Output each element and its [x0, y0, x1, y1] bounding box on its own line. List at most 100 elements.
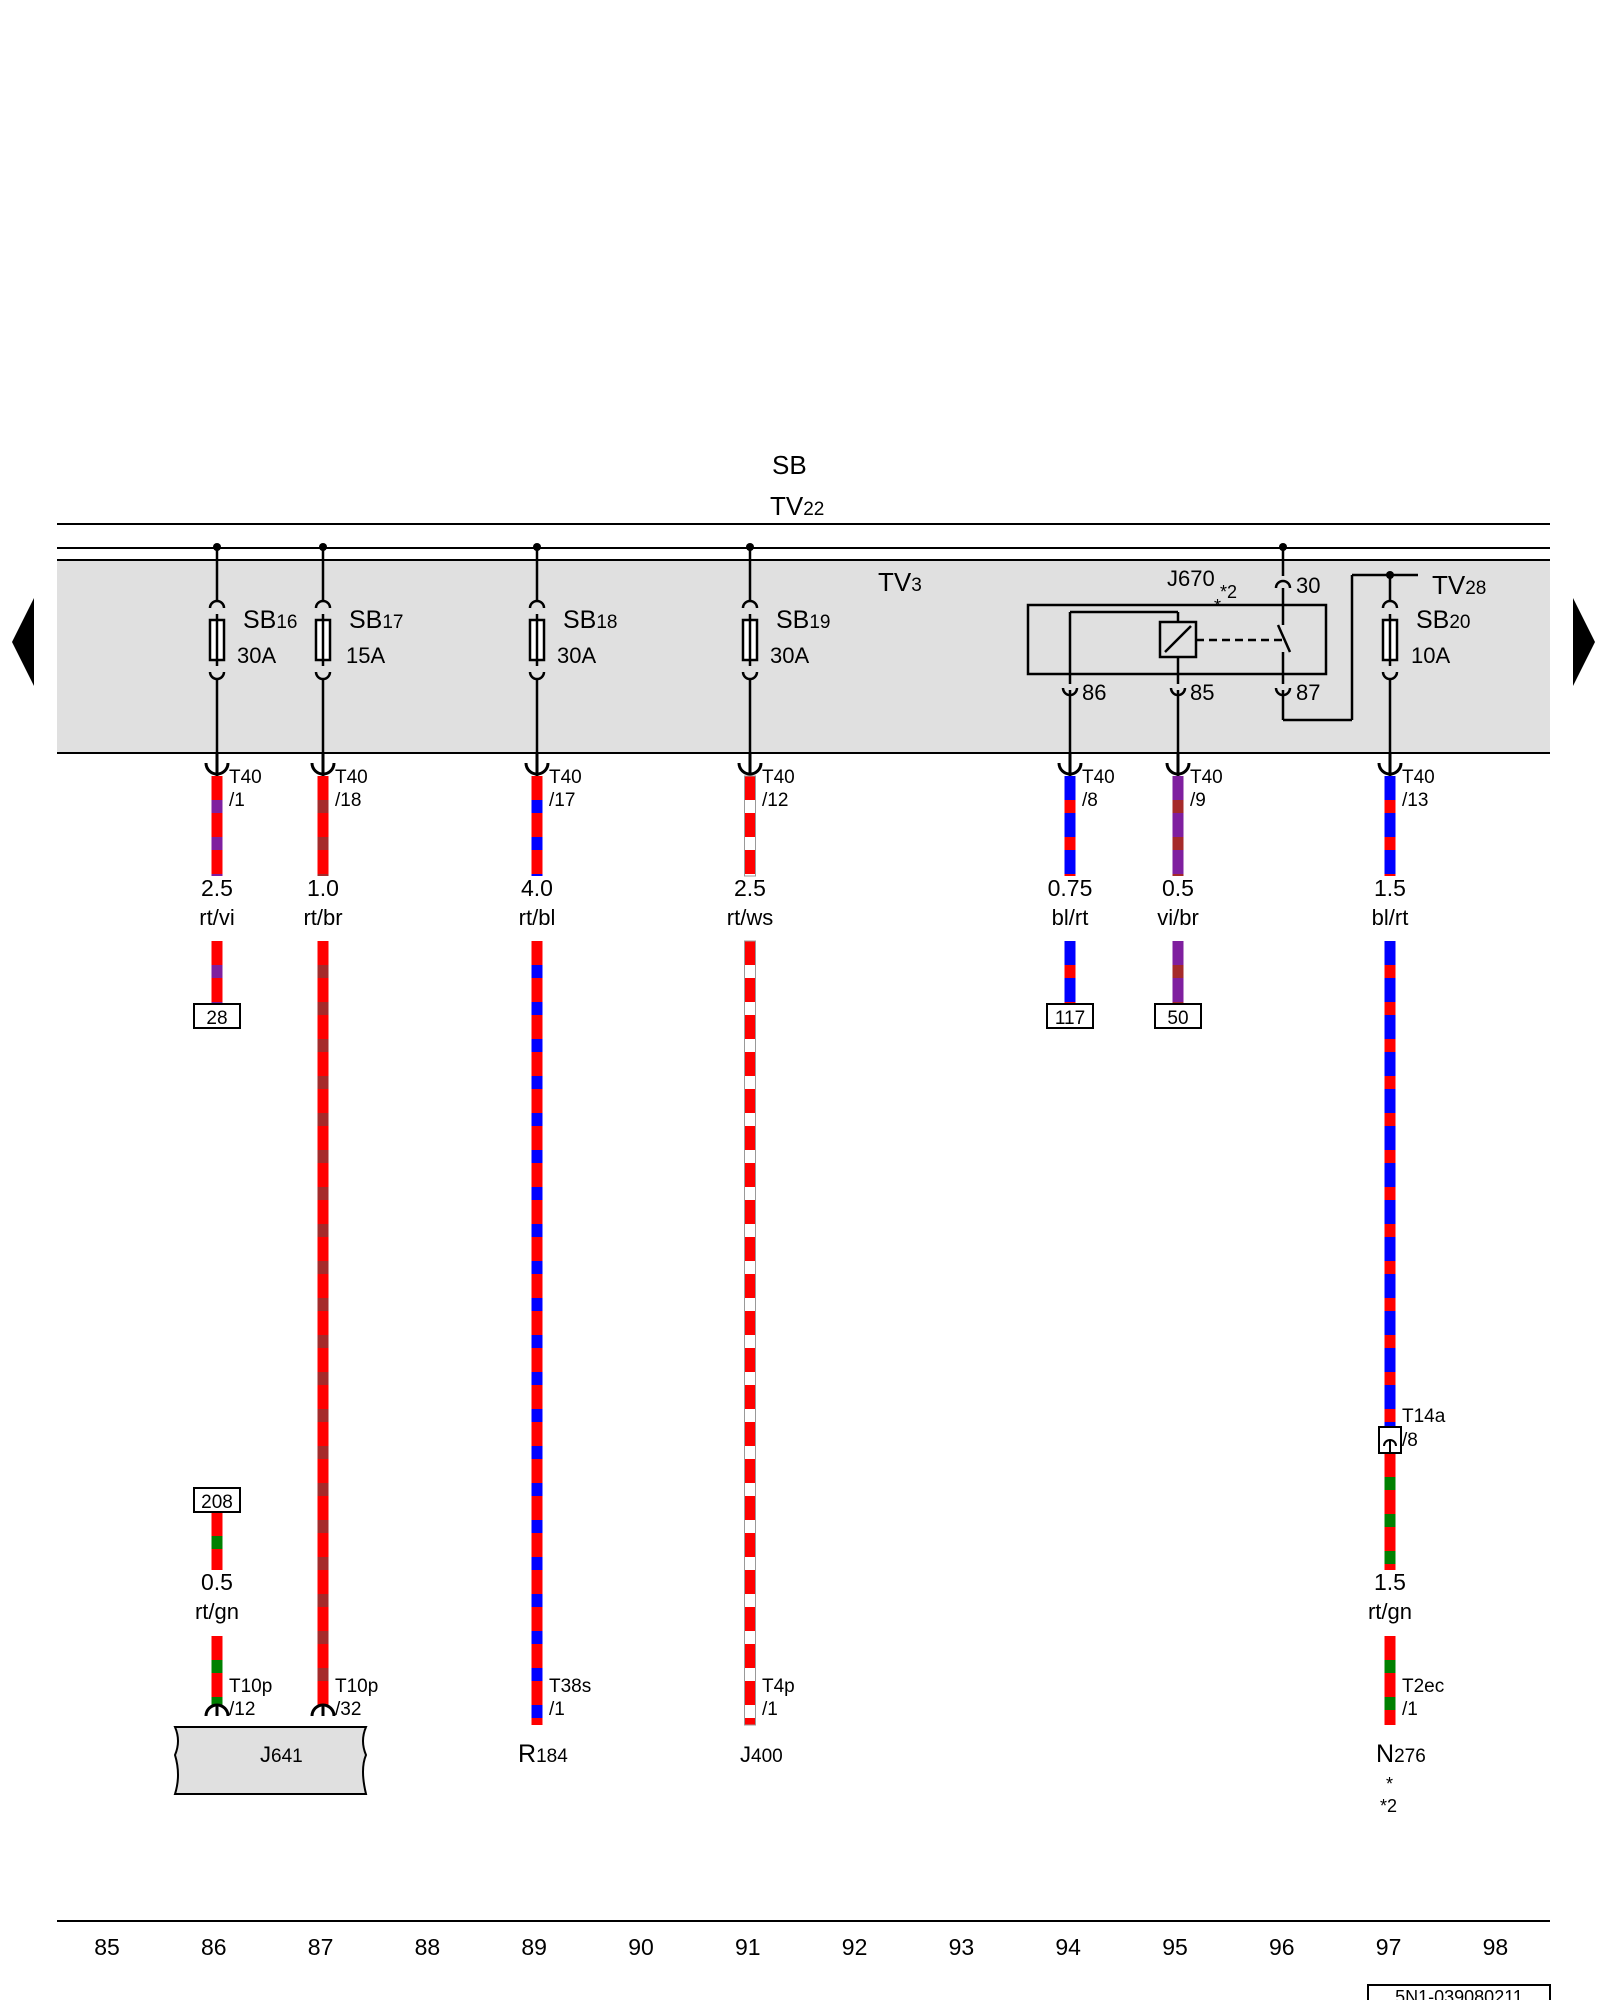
- fuse-label-sb20: SB20: [1416, 606, 1471, 634]
- wire-segments: [211, 775, 1396, 1726]
- scale-label-87: 87: [308, 1934, 334, 1960]
- fuse-rating-sb18: 30A: [557, 643, 596, 668]
- ref-box-28[interactable]: 28: [193, 1003, 241, 1029]
- scale-label-92: 92: [842, 1934, 868, 1960]
- component-j641-box[interactable]: [173, 1726, 368, 1795]
- wire-to-ref-50: [1172, 941, 1184, 1004]
- scale-label-91: 91: [735, 1934, 761, 1960]
- wire-upper-4: [744, 775, 756, 877]
- component-j641-label: J641: [260, 1742, 303, 1767]
- bus-label-tv3: TV3: [878, 567, 922, 597]
- wire-color-5: bl/rt: [1052, 905, 1089, 930]
- wire-to-ref-117: [1064, 941, 1076, 1004]
- wire-to-ref-28: [211, 941, 223, 1004]
- scale-label-89: 89: [521, 1934, 547, 1960]
- ref-box-50[interactable]: 50: [1154, 1003, 1202, 1029]
- component-n276-label[interactable]: N276: [1376, 1740, 1426, 1768]
- bottom-conn-label-2: T10p/32: [335, 1676, 378, 1720]
- lower-wire-size-1: 0.5: [201, 1569, 233, 1595]
- wire-size-4: 2.5: [734, 875, 766, 901]
- fuse-rating-sb17: 15A: [346, 643, 385, 668]
- top-connector-cups: [204, 753, 1403, 776]
- t14a-label: T14a/8: [1402, 1406, 1446, 1451]
- relay-j670: [1026, 547, 1418, 753]
- relay-pin-85: 85: [1190, 680, 1214, 705]
- fuse-label-sb16: SB16: [243, 606, 298, 634]
- bottom-conn-label-3: T38s/1: [549, 1676, 591, 1720]
- scale-label-86: 86: [201, 1934, 227, 1960]
- wire-size-2: 1.0: [307, 875, 339, 901]
- tv28-label: TV28: [1432, 570, 1486, 600]
- top-conn-label-1: T40/1: [229, 767, 262, 811]
- wire-upper-2: [317, 776, 329, 876]
- fuse-label-sb17: SB17: [349, 606, 404, 634]
- wire-size-5: 0.75: [1048, 875, 1093, 901]
- fuse-sb20: [1381, 575, 1399, 753]
- wire-color-2: rt/br: [303, 905, 342, 930]
- fuse-label-sb19: SB19: [776, 606, 831, 634]
- wire-color-1: rt/vi: [199, 905, 234, 930]
- svg-text:117: 117: [1055, 1008, 1085, 1029]
- fuse-label-sb18: SB18: [563, 606, 618, 634]
- wire-upper-3: [531, 776, 543, 876]
- relay-note-1: *: [1214, 596, 1221, 616]
- bus-label-sb: SB: [772, 450, 807, 480]
- wire-rt-gn-97-lower: [1384, 1636, 1396, 1725]
- wire-rt-gn-97-upper: [1384, 1453, 1396, 1570]
- fuse-sb17: [314, 547, 332, 753]
- ref-box-117[interactable]: 117: [1046, 1003, 1094, 1029]
- n276-note-2: *2: [1380, 1796, 1397, 1816]
- wire-rt-gn-86-lower: [211, 1636, 223, 1706]
- component-j400-label[interactable]: J400: [740, 1742, 783, 1767]
- lower-wire-color-2: rt/gn: [1368, 1599, 1412, 1624]
- wire-long-rt-br: [317, 941, 329, 1706]
- fuse-sb18: [528, 547, 546, 753]
- wire-upper-5: [1064, 776, 1076, 876]
- wire-color-4: rt/ws: [727, 905, 773, 930]
- scale-label-97: 97: [1376, 1934, 1402, 1960]
- ref-box-208[interactable]: 208: [193, 1487, 241, 1513]
- relay-pin-87: 87: [1296, 680, 1320, 705]
- top-conn-label-7: T40/13: [1402, 767, 1435, 811]
- fuse-rating-sb19: 30A: [770, 643, 809, 668]
- scale-label-93: 93: [949, 1934, 975, 1960]
- wire-labels: 2.5 rt/vi 1.0 rt/br 4.0 rt/bl 2.5 rt/ws …: [195, 875, 1412, 1624]
- doc-number: 5N1-039080211: [1395, 1987, 1523, 2000]
- scale-label-98: 98: [1483, 1934, 1509, 1960]
- scale-label-90: 90: [628, 1934, 654, 1960]
- relay-pin-cups: [1061, 687, 1292, 697]
- component-r184-label[interactable]: R184: [518, 1740, 568, 1768]
- top-conn-label-4: T40/12: [762, 767, 795, 811]
- wire-long-rt-ws: [744, 940, 756, 1726]
- bottom-connector-cups: [204, 1703, 336, 1717]
- wire-color-3: rt/bl: [519, 905, 556, 930]
- svg-text:208: 208: [201, 1492, 233, 1513]
- lower-wire-color-1: rt/gn: [195, 1599, 239, 1624]
- scale-label-96: 96: [1269, 1934, 1295, 1960]
- scale-label-85: 85: [94, 1934, 120, 1960]
- svg-text:50: 50: [1167, 1008, 1188, 1029]
- wire-size-6: 0.5: [1162, 875, 1194, 901]
- top-conn-label-5: T40/8: [1082, 767, 1115, 811]
- wire-long-bl-rt: [1384, 941, 1396, 1427]
- wire-rt-gn-86-upper: [211, 1512, 223, 1570]
- relay-label: J670: [1167, 566, 1215, 591]
- bottom-conn-label-4: T4p/1: [762, 1676, 795, 1720]
- t14a-connector: [1378, 1426, 1402, 1454]
- bottom-conn-label-5: T2ec/1: [1402, 1676, 1444, 1720]
- fuse-rating-sb16: 30A: [237, 643, 276, 668]
- top-conn-label-2: T40/18: [335, 767, 368, 811]
- svg-text:28: 28: [206, 1008, 227, 1029]
- fuse-sb19: [741, 547, 759, 753]
- bottom-conn-label-1: T10p/12: [229, 1676, 272, 1720]
- nav-left-arrow-icon[interactable]: [12, 598, 34, 686]
- wire-color-6: vi/br: [1157, 905, 1199, 930]
- relay-note-2: *2: [1220, 582, 1237, 602]
- scale-label-95: 95: [1162, 1934, 1188, 1960]
- nav-right-arrow-icon[interactable]: [1573, 598, 1595, 686]
- wire-color-7: bl/rt: [1372, 905, 1409, 930]
- bus-bars: [57, 523, 1550, 754]
- wire-size-1: 2.5: [201, 875, 233, 901]
